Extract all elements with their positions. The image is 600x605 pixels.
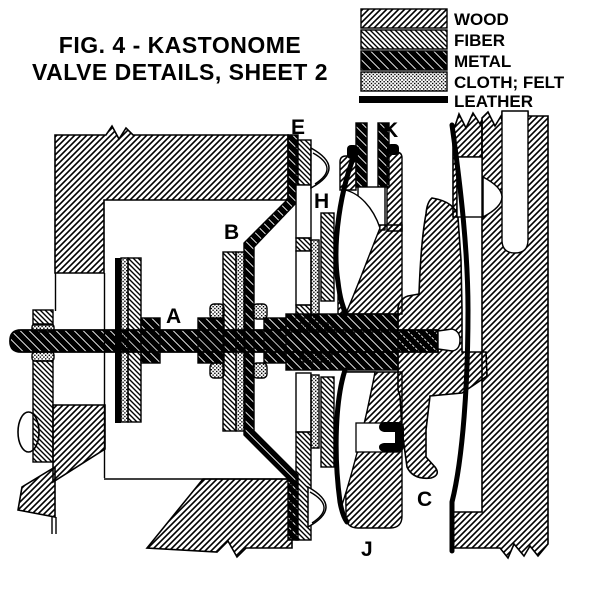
j-adjuster-clip [379, 422, 404, 452]
figure-title: FIG. 4 - KASTONOME VALVE DETAILS, SHEET … [32, 32, 328, 85]
legend-label-metal: METAL [454, 52, 511, 71]
figure-title-line1: FIG. 4 - KASTONOME [59, 32, 301, 58]
legend-label-leather: LEATHER [454, 92, 533, 111]
part-label-h: H [314, 190, 329, 213]
upper-duct-dome-inner [312, 152, 328, 185]
legend-swatch-fiber [360, 29, 448, 50]
legend-label-fiber: FIBER [454, 31, 505, 50]
part-label-e: E [291, 116, 305, 139]
h-guide-bar-upper [320, 212, 335, 302]
part-labels: A B C E H J K [166, 116, 432, 561]
materials-legend: WOOD FIBER METAL CLOTH; FELT LEATHER [359, 8, 565, 111]
duct-domes [307, 146, 330, 529]
lower-pouch-leather [333, 367, 350, 525]
lower-left-wood-wedge [17, 465, 56, 518]
legend-label-cloth-felt: CLOTH; FELT [454, 73, 565, 92]
right-wood-structure [452, 110, 549, 560]
upper-wood-frame [54, 124, 289, 274]
right-channel-cutout [501, 110, 529, 254]
lower-duct-dome-inner [309, 491, 325, 524]
upper-pouch-assembly [333, 146, 403, 317]
part-label-c: C [417, 488, 432, 511]
upper-duct-dome [310, 146, 330, 190]
legend-label-wood: WOOD [454, 10, 509, 29]
lower-duct-dome [307, 485, 327, 529]
legend-swatch-cloth-felt [360, 71, 448, 92]
shaft-collars [140, 303, 399, 379]
legend-swatch-wood [360, 8, 448, 29]
right-leather-strip [449, 122, 471, 554]
part-label-k: K [383, 119, 398, 142]
part-label-j: J [361, 538, 373, 561]
legend-swatch-metal [360, 50, 448, 71]
lower-pouch-assembly [333, 367, 404, 529]
figure-title-line2: VALVE DETAILS, SHEET 2 [32, 59, 328, 85]
part-label-b: B [224, 221, 239, 244]
shaft-end-socket [437, 328, 461, 352]
part-label-a: A [166, 305, 181, 328]
bottom-center-wood-mass [145, 478, 293, 559]
h-guide-bar-lower [320, 376, 335, 468]
e-column-stack [295, 139, 320, 541]
upper-pouch-leather [333, 146, 360, 317]
valve-cross-section: A B C E H J K [9, 110, 549, 561]
legend-swatch-leather [359, 96, 448, 103]
right-duct-dome [482, 175, 503, 219]
k-wood-column-right [386, 151, 403, 232]
